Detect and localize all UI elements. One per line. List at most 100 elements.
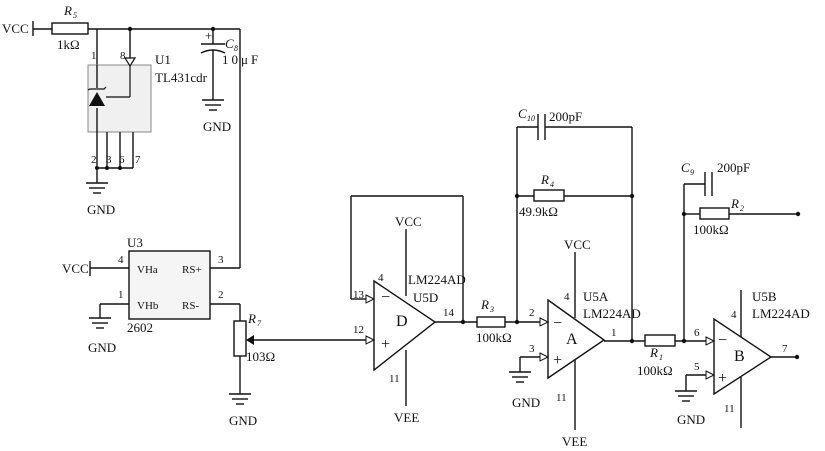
r5-value: 1kΩ bbox=[57, 37, 80, 52]
u5a-vcc: VCC bbox=[564, 237, 591, 252]
c8-value: 10μF bbox=[222, 52, 261, 67]
u1-pin-2: 2 bbox=[91, 154, 97, 166]
u5b-pin-vee: 11 bbox=[724, 403, 735, 415]
r2-sub: 2 bbox=[740, 204, 744, 213]
r2-value: 100kΩ bbox=[693, 222, 729, 237]
r7-sub: 7 bbox=[257, 319, 262, 328]
u1-pin-3: 3 bbox=[106, 154, 112, 166]
c10-ref: C bbox=[518, 106, 527, 121]
opamp-u5a: A − + VCC VEE 4 11 U5A LM224AD 2 3 1 GND bbox=[509, 237, 645, 449]
c8-sub: 8 bbox=[234, 44, 238, 53]
c9-value: 200pF bbox=[717, 160, 750, 175]
ground-icon bbox=[86, 182, 108, 194]
ground-icon bbox=[509, 371, 531, 383]
u5d-minus: − bbox=[381, 289, 390, 306]
opamp-u5d: D − + VCC VEE 4 11 LM224AD U5D 13 12 14 bbox=[350, 195, 477, 425]
gnd-label-c8: GND bbox=[203, 119, 231, 134]
gnd-label-u5b: GND bbox=[677, 412, 705, 427]
u1-pin-7: 7 bbox=[135, 154, 141, 166]
u1-pin-8: 8 bbox=[120, 50, 126, 62]
r5-sub: 5 bbox=[73, 11, 77, 20]
u5d-plus: + bbox=[381, 336, 390, 353]
u5b-triangle bbox=[713, 317, 773, 396]
u5b-pin-vcc: 4 bbox=[731, 309, 737, 321]
u5a-minus: − bbox=[553, 315, 562, 332]
opamp-u5b: B − + 4 11 U5B LM224AD 6 5 7 GND bbox=[675, 289, 810, 428]
r1-sub: 1 bbox=[659, 353, 663, 362]
r4-sub: 4 bbox=[550, 180, 554, 189]
u5a-part: LM224AD bbox=[583, 306, 641, 321]
u5a-ref: U5A bbox=[583, 289, 609, 304]
zener-diode-icon bbox=[89, 92, 105, 106]
c9-sub: 9 bbox=[690, 168, 694, 177]
u5b-pin-out: 7 bbox=[782, 343, 788, 355]
ground-icon bbox=[89, 317, 111, 329]
r1-value: 100kΩ bbox=[637, 363, 673, 378]
c8-plus: + bbox=[205, 28, 212, 43]
u5d-pin-inv: 13 bbox=[353, 289, 365, 301]
capacitor-c8: + C 8 10μF GND bbox=[200, 28, 261, 134]
u1-ref: U1 bbox=[155, 52, 171, 67]
c10-sub: 10 bbox=[527, 114, 535, 123]
r7-value: 103Ω bbox=[246, 349, 275, 364]
wiper-arrow-icon bbox=[246, 335, 254, 345]
u5d-vee: VEE bbox=[394, 410, 419, 425]
u3-pin-1: 1 bbox=[118, 289, 124, 301]
u3-part: 2602 bbox=[127, 320, 153, 335]
u3-pin-3: 3 bbox=[218, 254, 224, 266]
u1-tl431: 1 8 U1 TL431cdr 2 3 6 7 GND bbox=[86, 50, 208, 217]
u1-part: TL431cdr bbox=[155, 70, 208, 85]
u5a-triangle bbox=[547, 298, 606, 380]
r4-value: 49.9kΩ bbox=[519, 204, 558, 219]
resistor-r3: R 3 100kΩ bbox=[476, 297, 540, 345]
u5a-vee: VEE bbox=[562, 434, 587, 449]
r2-ref: R bbox=[730, 196, 739, 211]
u5a-plus: + bbox=[553, 352, 562, 369]
u5a-pin-inv: 2 bbox=[529, 307, 535, 319]
u5d-letter: D bbox=[396, 313, 408, 330]
c8-ref: C bbox=[225, 36, 234, 51]
ground-icon bbox=[202, 99, 224, 111]
gnd-label-u5a: GND bbox=[512, 395, 540, 410]
u3-body bbox=[128, 250, 211, 320]
u5d-ref: U5D bbox=[413, 290, 438, 305]
u5d-pin-out: 14 bbox=[443, 307, 455, 319]
potentiometer-r7: R 7 103Ω GND bbox=[210, 303, 370, 428]
u3-vha: VHa bbox=[137, 264, 158, 276]
u5a-pin-vcc: 4 bbox=[564, 291, 570, 303]
c9-ref: C bbox=[681, 160, 690, 175]
r7-ref: R bbox=[247, 311, 256, 326]
u3-sensor: U3 VHa VHb RS+ RS- 2602 4 1 3 2 VCC GND bbox=[62, 235, 224, 355]
ground-icon bbox=[229, 393, 251, 405]
r3-ref: R bbox=[480, 297, 489, 312]
c10-value: 200pF bbox=[549, 109, 582, 124]
u5d-triangle bbox=[373, 279, 437, 372]
r1-ref: R bbox=[649, 345, 658, 360]
u3-rsp: RS+ bbox=[182, 264, 202, 276]
u3-pin-4: 4 bbox=[118, 254, 124, 266]
u5b-pin-inv: 6 bbox=[694, 327, 700, 339]
u5a-pin-out: 1 bbox=[611, 327, 617, 339]
feedback-u5a: C 10 200pF R 4 49.9kΩ bbox=[514, 106, 635, 341]
u3-pin-2: 2 bbox=[218, 289, 224, 301]
u5b-pin-noninv: 5 bbox=[694, 361, 700, 373]
u5d-pin-vcc: 4 bbox=[378, 272, 384, 284]
u5b-ref: U5B bbox=[752, 289, 777, 304]
u5b-letter: B bbox=[734, 348, 745, 365]
u5b-part: LM224AD bbox=[752, 306, 810, 321]
u1-pin-1: 1 bbox=[91, 50, 97, 62]
resistor-r1: R 1 100kΩ bbox=[637, 334, 706, 378]
r3-sub: 3 bbox=[489, 305, 494, 314]
u5d-pin-vee: 11 bbox=[389, 373, 400, 385]
feedback-u5b: C 9 200pF R 2 100kΩ bbox=[681, 160, 801, 341]
u3-ref: U3 bbox=[127, 235, 143, 250]
u5b-plus: + bbox=[718, 370, 727, 387]
u5d-pin-noninv: 12 bbox=[353, 324, 364, 336]
u5b-minus: − bbox=[718, 332, 727, 349]
u5a-letter: A bbox=[566, 331, 578, 348]
u3-rsm: RS- bbox=[182, 300, 199, 312]
r4-ref: R bbox=[540, 172, 549, 187]
u5a-pin-noninv: 3 bbox=[529, 343, 535, 355]
u5d-vcc: VCC bbox=[395, 214, 422, 229]
gnd-label-u1: GND bbox=[87, 202, 115, 217]
